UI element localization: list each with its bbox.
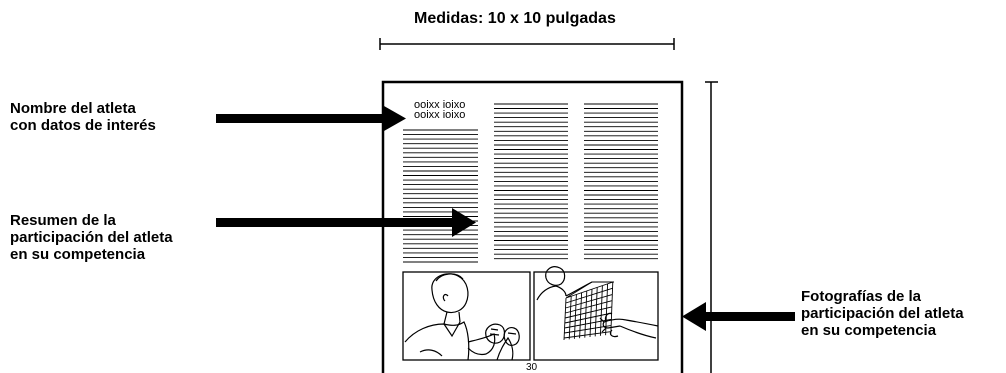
dimension-label: Medidas: 10 x 10 pulgadas	[414, 10, 616, 27]
callout-summary: Resumen de la participación del atleta e…	[10, 212, 173, 263]
callout-athlete-name-line-2: con datos de interés	[10, 117, 156, 134]
photo-boxer	[402, 271, 531, 361]
arrow-photos	[682, 302, 795, 331]
volleyball-net	[563, 281, 614, 341]
athlete-name-placeholder: ooixx ioixo ooixx ioixo	[414, 99, 466, 121]
callout-athlete-name: Nombre del atleta con datos de interés	[10, 100, 156, 134]
width-dimension-line	[379, 38, 675, 50]
placeholder-line-2: ooixx ioixo	[414, 109, 466, 121]
height-dimension-line	[705, 81, 718, 373]
placeholder-line-1: ooixx ioixo	[414, 99, 466, 111]
arrow-athlete-name	[216, 106, 406, 131]
arrow-summary	[216, 208, 476, 237]
callout-summary-line-2: participación del atleta	[10, 229, 173, 246]
text-column-3	[584, 103, 658, 260]
page-number: 30	[526, 362, 538, 373]
callout-summary-line-1: Resumen de la	[10, 212, 116, 229]
callout-summary-line-3: en su competencia	[10, 246, 146, 263]
photo-volleyball	[533, 266, 659, 361]
page-frame	[381, 80, 684, 373]
text-column-2	[494, 103, 568, 260]
callout-photos-line-3: en su competencia	[801, 322, 937, 339]
callout-athlete-name-line-1: Nombre del atleta	[10, 100, 136, 117]
callout-photos-line-1: Fotografías de la	[801, 288, 922, 305]
callout-photos-line-2: participación del atleta	[801, 305, 964, 322]
callout-photos: Fotografías de la participación del atle…	[801, 288, 964, 339]
